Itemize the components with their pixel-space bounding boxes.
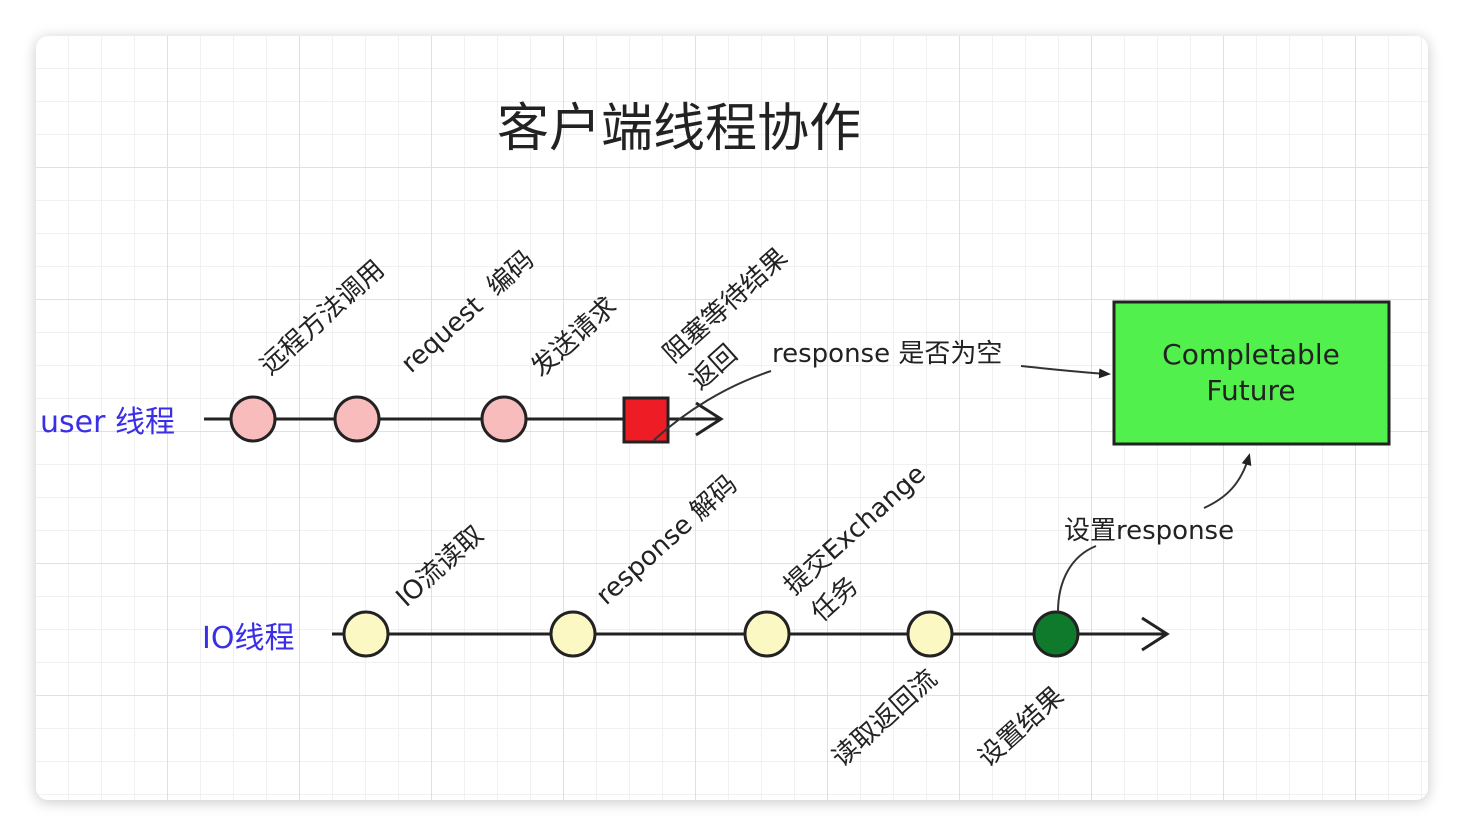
connector-set-result-to-label	[1057, 545, 1097, 613]
user-timeline-arrow	[695, 401, 724, 437]
label-request-encode: request 编码	[396, 245, 540, 379]
connector-to-future	[1020, 365, 1111, 379]
user-thread-label: user 线程	[40, 405, 175, 440]
node-request-encode	[333, 395, 381, 443]
label-response-decode: response 解码	[591, 470, 744, 612]
node-response-decode	[549, 610, 597, 658]
label-remote-call: 远程方法调用	[255, 255, 391, 382]
io-thread-label: IO线程	[202, 621, 294, 656]
connector-block-to-label	[653, 370, 772, 441]
diagram-svg: 客户端线程协作 user 线程 IO线程 远程方法调用 request 编码 发…	[40, 99, 1391, 773]
label-io-read: IO流读取	[391, 520, 490, 613]
io-timeline-arrow	[1141, 616, 1170, 652]
label-null-check: response 是否为空	[772, 339, 1002, 369]
node-submit-exchange	[743, 610, 791, 658]
future-label-line2: Future	[1206, 374, 1295, 407]
future-label-line1: Completable	[1162, 338, 1340, 371]
node-block-wait	[622, 396, 670, 444]
node-send-request	[480, 395, 528, 443]
node-remote-call	[229, 395, 277, 443]
label-read-return: 读取返回流	[827, 664, 944, 773]
label-submit-exchange: 提交Exchange	[779, 459, 932, 601]
completable-future-box	[1112, 300, 1391, 446]
label-set-response: 设置response	[1064, 516, 1234, 546]
node-io-read	[342, 610, 390, 658]
diagram-title: 客户端线程协作	[497, 99, 861, 159]
node-set-result	[1032, 610, 1080, 658]
label-set-result: 设置结果	[973, 681, 1070, 773]
label-send-request: 发送请求	[526, 291, 623, 383]
connector-set-response-to-future	[1203, 453, 1252, 509]
diagram-canvas: 客户端线程协作 user 线程 IO线程 远程方法调用 request 编码 发…	[36, 36, 1428, 800]
node-read-return	[906, 610, 954, 658]
